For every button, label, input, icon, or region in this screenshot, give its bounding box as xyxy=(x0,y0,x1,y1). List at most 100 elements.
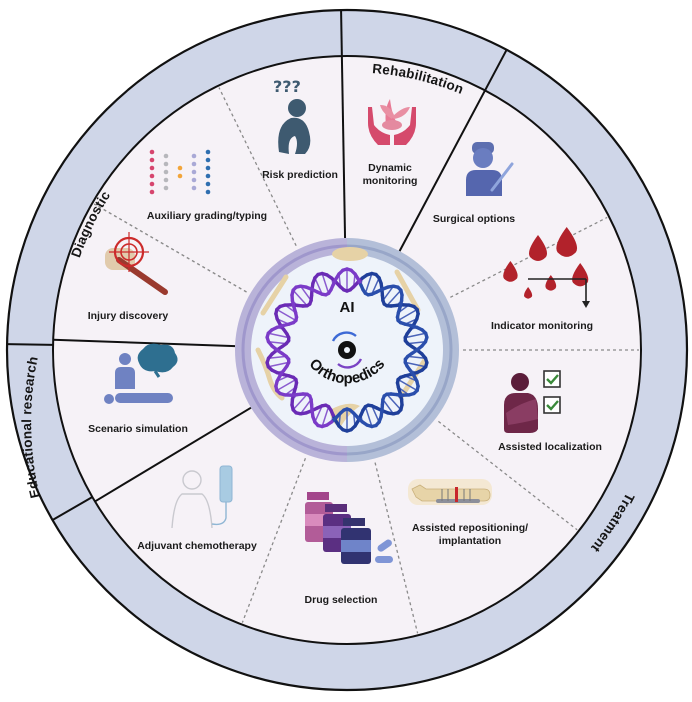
dna-rung xyxy=(268,361,289,368)
network-node xyxy=(149,165,155,171)
item-divider xyxy=(450,216,608,298)
cycle-arrows-icon xyxy=(331,331,363,369)
network-node xyxy=(205,173,211,179)
iv-drip-patient-icon xyxy=(171,465,233,529)
network-node xyxy=(191,177,197,183)
dna-rung xyxy=(314,405,323,423)
network-node xyxy=(177,165,183,171)
blood-drops-icon xyxy=(503,227,590,308)
category-band-divider xyxy=(52,496,93,521)
dna-rung xyxy=(371,405,380,423)
item-dynamic-monitoring: Dynamic monitoring xyxy=(363,99,418,187)
dna-rung xyxy=(386,289,402,307)
network-node xyxy=(149,173,155,179)
item-risk-prediction: ??? Risk prediction xyxy=(262,77,338,181)
item-divider xyxy=(218,87,297,247)
dna-rung xyxy=(386,393,402,411)
dna-rung xyxy=(407,355,426,359)
category-sector-divider xyxy=(340,56,347,239)
svg-text:???: ??? xyxy=(273,77,301,96)
dna-rung xyxy=(321,273,330,294)
hub-title-ai: AI xyxy=(340,299,355,316)
medicine-bottles-icon xyxy=(305,492,393,564)
item-injury-discovery: Injury discovery xyxy=(88,232,169,322)
item-assisted-localization: Assisted localization xyxy=(498,370,602,453)
dna-rung xyxy=(382,285,394,302)
item-dividers xyxy=(93,87,639,634)
dna-strand-segment xyxy=(415,344,424,352)
network-node xyxy=(205,165,211,171)
network-node xyxy=(205,149,211,155)
item-label: Injury discovery xyxy=(88,310,169,322)
network-node xyxy=(205,157,211,163)
category-sector-divider xyxy=(53,338,236,348)
surgeon-scalpel-icon xyxy=(466,142,514,196)
dna-rung xyxy=(300,398,312,415)
category-band-divider xyxy=(484,49,508,91)
item-label: Adjuvant chemotherapy xyxy=(137,540,257,552)
dna-rung xyxy=(268,355,287,359)
hands-plant-icon xyxy=(368,99,416,145)
dna-rung xyxy=(405,361,426,368)
network-node xyxy=(149,157,155,163)
dna-helix-icon xyxy=(265,267,429,433)
item-label: Risk prediction xyxy=(262,169,338,181)
item-label-line: implantation xyxy=(439,535,501,547)
item-divider xyxy=(241,458,307,623)
item-divider xyxy=(438,420,578,531)
item-scenario-simulation: Scenario simulation xyxy=(88,343,188,435)
dna-rung xyxy=(268,341,287,345)
item-auxiliary-grading: Auxiliary grading/typing xyxy=(147,149,267,222)
network-node xyxy=(205,181,211,187)
item-label: Auxiliary grading/typing xyxy=(147,210,267,222)
network-node xyxy=(149,149,155,155)
network-node xyxy=(191,169,197,175)
network-node xyxy=(205,189,211,195)
cpr-brain-icon xyxy=(104,343,178,404)
category-sector-divider xyxy=(398,89,486,252)
category-sector-divider xyxy=(94,406,252,503)
item-label-indicator-monitoring: Indicator monitoring xyxy=(491,320,593,332)
dna-rung xyxy=(268,332,289,339)
network-node xyxy=(177,173,183,179)
dna-rung xyxy=(364,406,373,427)
network-node xyxy=(149,189,155,195)
dna-rung xyxy=(397,378,418,392)
dna-rung xyxy=(371,277,380,295)
network-node xyxy=(191,153,197,159)
bone-plate-icon xyxy=(408,479,492,505)
dna-rung xyxy=(276,378,297,392)
category-band-divider xyxy=(340,10,343,57)
dna-rung xyxy=(300,285,312,302)
dna-rung xyxy=(364,273,373,294)
neural-network-icon xyxy=(149,149,211,195)
item-drug-selection: Drug selection xyxy=(305,492,393,606)
network-node xyxy=(163,161,169,167)
network-node xyxy=(163,185,169,191)
item-label: Assisted localization xyxy=(498,441,602,453)
item-label: Surgical options xyxy=(433,213,515,225)
item-label-line: Assisted repositioning/ xyxy=(412,522,528,534)
foot-bone-icon xyxy=(332,247,368,261)
item-adjuvant-chemotherapy: Adjuvant chemotherapy xyxy=(137,465,257,552)
item-label-line: monitoring xyxy=(363,175,418,187)
category-band-divider xyxy=(7,343,54,346)
network-node xyxy=(191,161,197,167)
network-node xyxy=(163,177,169,183)
dna-rung xyxy=(321,406,330,427)
item-label-line: Dynamic xyxy=(368,162,412,174)
item-divider xyxy=(93,203,247,293)
item-label: Scenario simulation xyxy=(88,423,188,435)
humerus-bone-icon xyxy=(394,269,421,313)
item-assisted-repositioning: Assisted repositioning/ implantation xyxy=(408,479,528,547)
femur-bone-icon xyxy=(260,274,289,316)
network-node xyxy=(163,153,169,159)
network-node xyxy=(191,185,197,191)
dna-rung xyxy=(276,308,297,322)
item-indicator-monitoring xyxy=(503,227,590,308)
central-hub: AI Orthopedics xyxy=(235,238,459,462)
bone-target-icon xyxy=(105,232,168,295)
dna-rung xyxy=(405,332,426,339)
network-node xyxy=(149,181,155,187)
